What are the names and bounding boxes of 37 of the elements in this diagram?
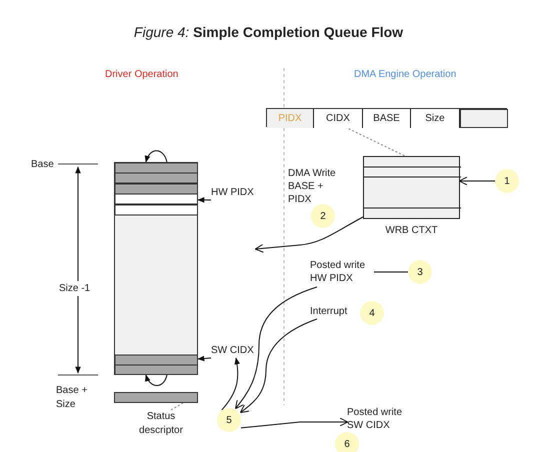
arrow [254, 216, 364, 253]
dimension-label: Size -1 [59, 281, 90, 296]
step-number: 4 [360, 301, 384, 325]
register-field: PIDX [267, 109, 314, 128]
step-number: 3 [408, 260, 432, 284]
leader-line [170, 402, 184, 410]
context-register-row [266, 108, 507, 127]
arrow [221, 357, 240, 410]
label: SW CIDX [211, 344, 261, 358]
box-caption: WRB CTXT [384, 224, 439, 238]
arrow [240, 318, 318, 414]
step-number: 5 [217, 408, 241, 432]
step-number: 6 [335, 432, 359, 452]
arrow [458, 176, 496, 186]
status-descriptor-bar [114, 392, 198, 403]
dimension-label: Base [31, 158, 54, 172]
section-heading: DMA Engine Operation [354, 68, 456, 82]
step-number: 2 [311, 204, 335, 228]
label: Posted write SW CIDX [347, 406, 413, 434]
section-heading: Driver Operation [105, 68, 178, 82]
arrow [145, 374, 168, 386]
label: DMA Write BASE + PIDX [288, 167, 348, 207]
arrow [235, 286, 318, 410]
dimension-label: Base + Size [56, 384, 88, 412]
label: Interrupt [310, 305, 360, 319]
register-field: Size [411, 109, 460, 128]
register-field: BASE [363, 109, 411, 128]
register-field [460, 109, 508, 128]
queue-ring-drawing [114, 162, 198, 375]
label: HW PIDX [211, 186, 261, 200]
label: Status descriptor [124, 410, 198, 438]
register-field: CIDX [314, 109, 363, 128]
label: Posted write HW PIDX [310, 259, 374, 287]
figure-title: Figure 4: Simple Completion Queue Flow [132, 23, 404, 42]
arrow [240, 418, 348, 428]
arrow [145, 150, 168, 163]
step-number: 1 [495, 169, 519, 193]
